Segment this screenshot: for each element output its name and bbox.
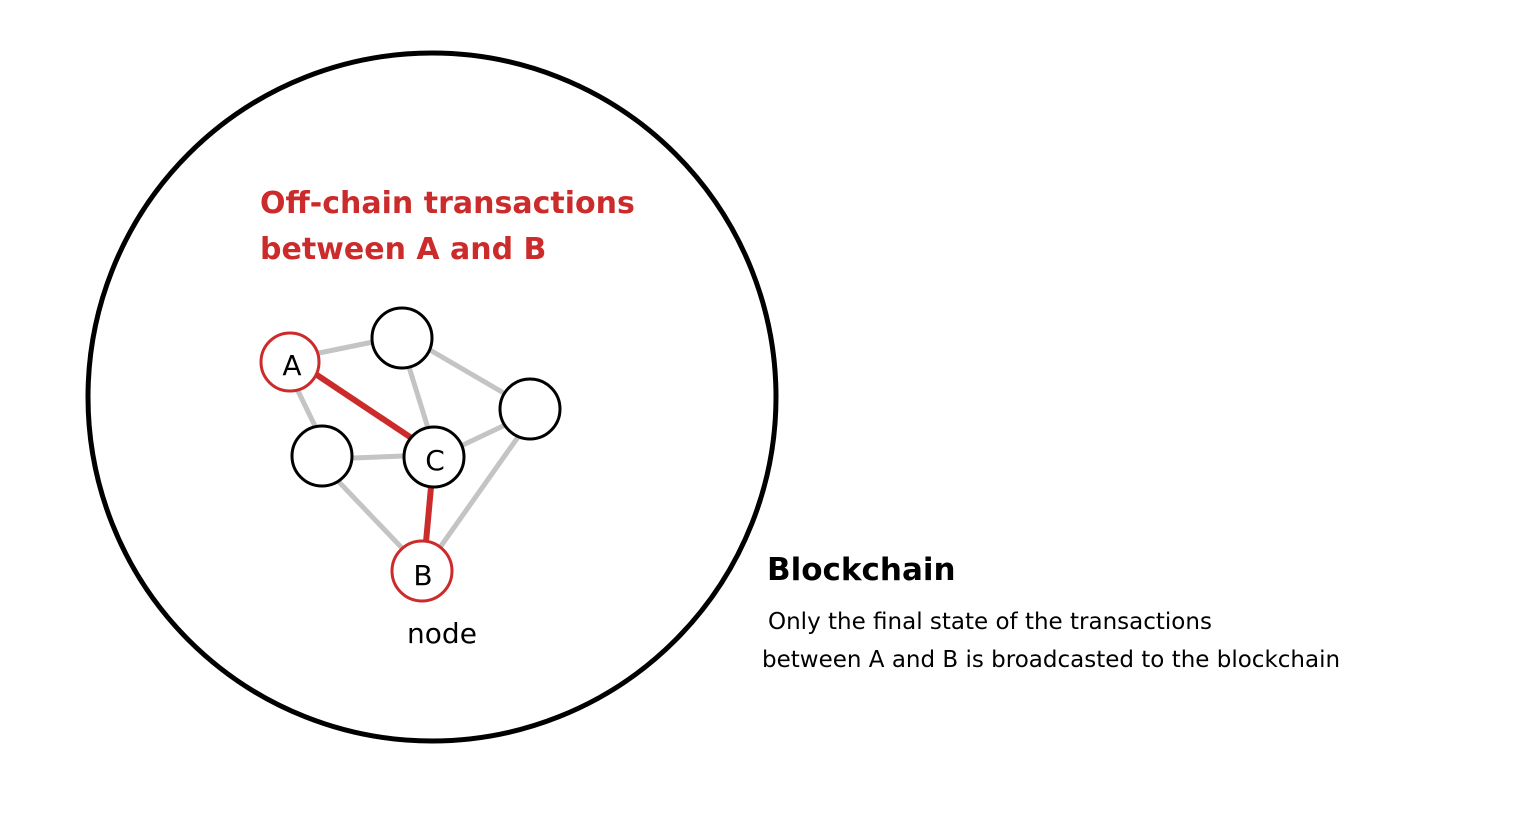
node-a-label: A [282, 349, 301, 382]
blockchain-desc-line2: between A and B is broadcasted to the bl… [762, 647, 1340, 673]
edge-a-top [316, 339, 376, 356]
edge-c-b [423, 484, 434, 545]
edge-top-right [427, 347, 505, 395]
node-c [402, 425, 466, 489]
node-right [498, 377, 562, 441]
node-b [390, 539, 454, 603]
edge-left-b [336, 479, 404, 550]
node-caption: node [407, 617, 477, 650]
blockchain-boundary [85, 50, 779, 744]
offchain-title-line2: between A and B [260, 232, 546, 267]
edge-c-right [460, 423, 506, 448]
nodes [259, 306, 562, 603]
edge-right-b [438, 434, 521, 549]
red-edges [314, 372, 434, 545]
edge-a-c [314, 372, 413, 440]
node-labels: A C B [282, 349, 444, 592]
blockchain-title: Blockchain [767, 552, 956, 588]
edge-top-c [406, 364, 431, 431]
blockchain-desc-line1: Only the final state of the transactions [768, 609, 1212, 635]
gray-edges [295, 339, 521, 550]
edge-a-left [295, 388, 319, 431]
node-b-label: B [413, 559, 432, 592]
edge-left-c [350, 453, 407, 461]
node-a [259, 331, 321, 393]
node-left [290, 424, 354, 488]
offchain-title-line1: Off-chain transactions [260, 186, 635, 221]
node-top [370, 306, 434, 370]
node-c-label: C [425, 444, 445, 477]
